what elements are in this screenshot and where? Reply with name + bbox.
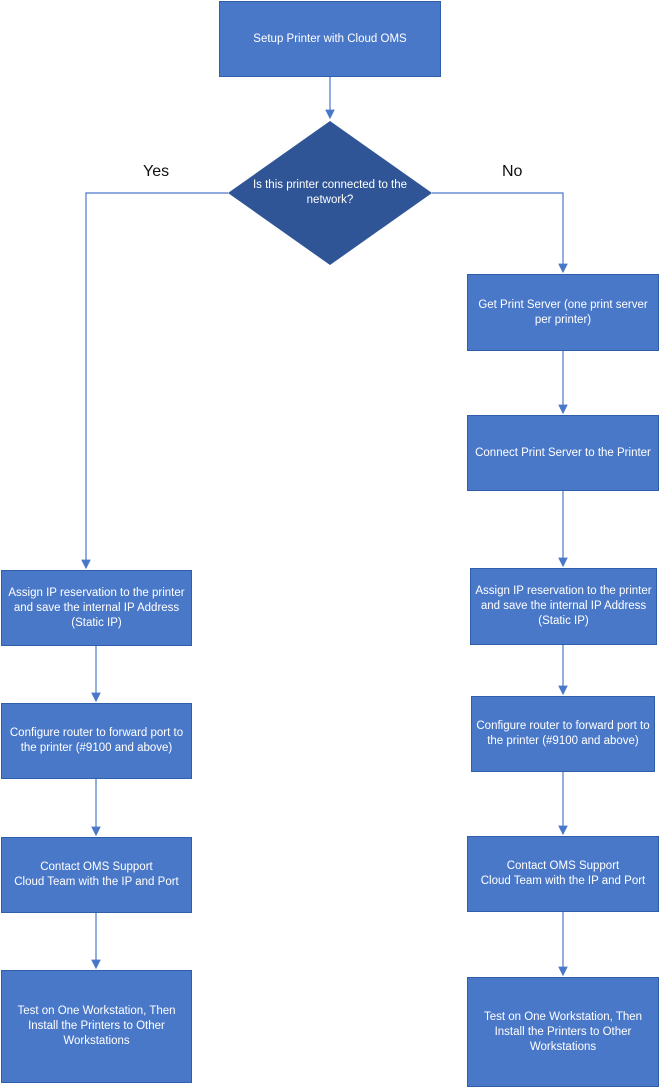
no-step-connect-print-server: Connect Print Server to the Printer	[467, 415, 659, 491]
decision-diamond	[228, 121, 432, 265]
no-step-assign-ip: Assign IP reservation to the printer and…	[470, 568, 657, 645]
decision-label: Is this printer connected to the network…	[252, 179, 408, 206]
yes-step-contact-support: Contact OMS Support Cloud Team with the …	[1, 837, 192, 913]
start-box: Setup Printer with Cloud OMS	[219, 1, 441, 77]
no-label: No	[502, 163, 523, 180]
no-step-contact-support: Contact OMS Support Cloud Team with the …	[467, 836, 659, 912]
connector-yes-branch	[81, 192, 228, 570]
no-step-configure-router: Configure router to forward port to the …	[471, 696, 655, 772]
no-step-test-workstation: Test on One Workstation, Then Install th…	[467, 977, 659, 1087]
yes-step-test-workstation: Test on One Workstation, Then Install th…	[1, 970, 192, 1083]
yes-step-configure-router: Configure router to forward port to the …	[1, 703, 192, 779]
connector-no-branch	[432, 192, 568, 274]
yes-label: Yes	[143, 163, 170, 180]
yes-step-assign-ip: Assign IP reservation to the printer and…	[1, 570, 192, 646]
no-step-get-print-server: Get Print Server (one print server per p…	[467, 274, 659, 351]
